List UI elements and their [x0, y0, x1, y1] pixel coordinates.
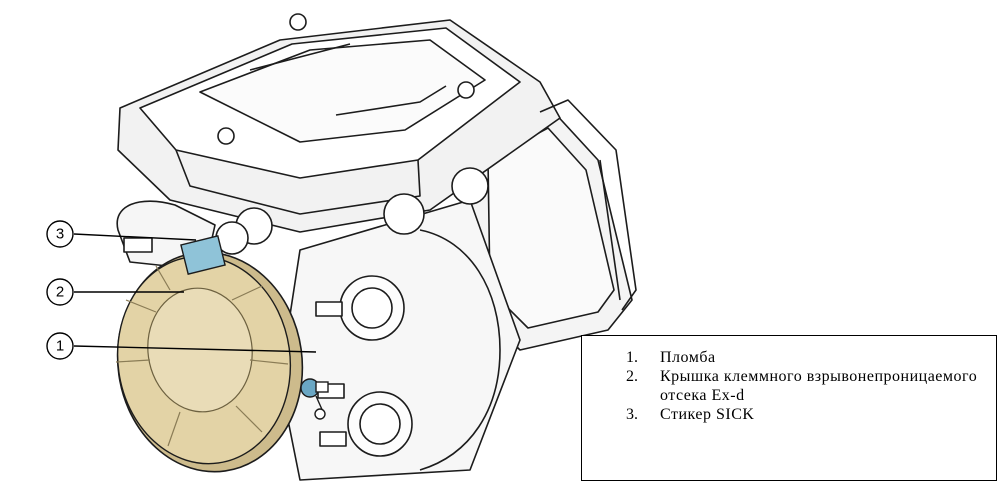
legend-list: 1. Пломба 2. Крышка клеммного взрывонепр… [582, 336, 996, 424]
legend-item-text: Стикер SICK [660, 406, 755, 423]
legend-item: 1. Пломба [582, 348, 996, 367]
sick-sticker [180, 235, 226, 275]
device-housing [116, 13, 637, 481]
legend-item-number: 3. [626, 406, 638, 423]
legend-item: 2. Крышка клеммного взрывонепроницаемого… [582, 367, 996, 405]
callout-number-2: 2 [56, 284, 64, 301]
legend-item-number: 2. [626, 368, 638, 385]
legend-item-text: Крышка клеммного взрывонепроницаемого от… [660, 368, 978, 404]
callout-number-3: 3 [56, 226, 64, 243]
callout-number-1: 1 [56, 338, 64, 355]
legend-item-text: Пломба [660, 349, 716, 366]
legend-box: 1. Пломба 2. Крышка клеммного взрывонепр… [581, 335, 997, 481]
callout-1: 1 [46, 332, 317, 360]
legend-item: 3. Стикер SICK [582, 405, 996, 424]
callout-2: 2 [46, 278, 184, 306]
seal [300, 378, 329, 420]
terminal-cover [115, 251, 304, 473]
legend-item-number: 1. [626, 349, 638, 366]
callout-group: 3 2 1 [46, 220, 317, 360]
callout-3: 3 [46, 220, 197, 248]
